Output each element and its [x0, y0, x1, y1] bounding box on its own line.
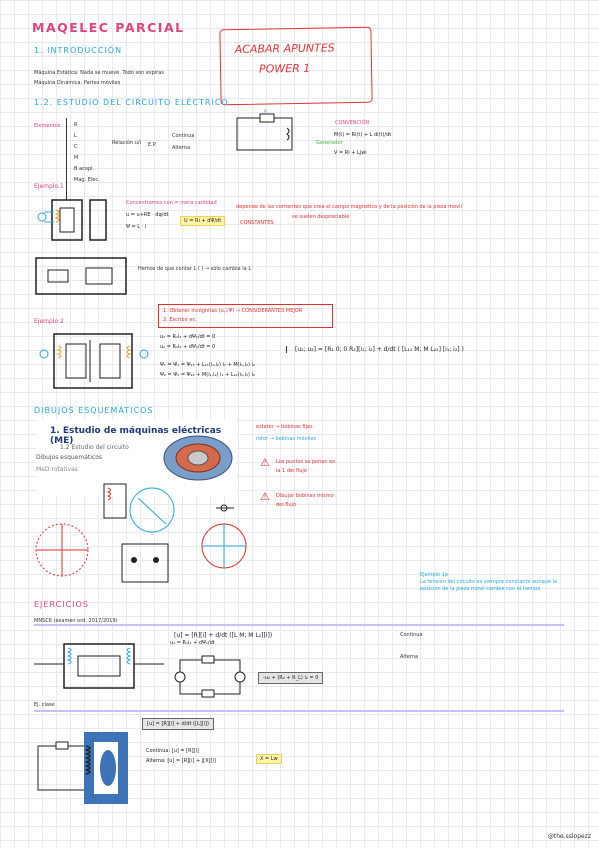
ejemplo1-constantes: CONSTANTES [240, 220, 274, 226]
motor-image [163, 435, 233, 481]
ejercicio1-label: MNSC6 (examen ord. 2017/2019) [34, 618, 118, 624]
slide-subtitle: 1.2 Estudio del circuito [60, 444, 129, 451]
section-circuito: 1.2. ESTUDIO DEL CIRCUITO ELÉCTRICO [34, 98, 229, 107]
elementos-brace [66, 118, 71, 200]
intro-line-2: Máquina Dinámica: Partes móviles [34, 80, 121, 86]
ejercicio2-continua: Continua: [u] = [R][i] [146, 748, 199, 754]
ejemplo1-lower-text: Hemos de que contar L ( ) → sólo cambia … [138, 266, 252, 272]
ejemplo1-box-eq: U = Ri + dΨ/dt [180, 216, 226, 226]
rl-circuit-diagram: R [236, 109, 293, 151]
side-note-body: La tensión del circuito es siempre const… [420, 579, 557, 592]
rotor-note: rotor → bobinas móviles [256, 436, 317, 442]
slide-line-2: Dibujos esquemáticos [36, 454, 103, 461]
ejemplo1-despreciable: se suelen despreciable [292, 214, 350, 220]
warning-icon-2: ⚠ [260, 490, 270, 503]
ejercicio2-label: Ej. clase [34, 702, 55, 708]
estator-note: estator → bobinas fijas [256, 424, 313, 430]
circuito-eq-2: V = Ri + Ljwi [334, 150, 367, 156]
ejercicio2-matrix-eq: [u] = [R][i] + d/dt ([L][i]) [142, 718, 214, 730]
ejemplo2-eq-3: Ψ₁ = Ψ₁ = Ψ₁₁ + L₁₁(i₁,i₂) i₁ + M(i₁,i₂)… [160, 362, 255, 368]
credit: @the.sslopezz [547, 833, 591, 840]
warning-note-2: Dibujar bobinas mismo del flujo [276, 492, 334, 510]
warning-1-line-b: la 1 del flujo [276, 468, 307, 474]
elem-m: M [74, 155, 79, 161]
slide-line-3: MeD rotativas [36, 466, 78, 473]
ejemplo2-eqs: u₁ = R₁i₁ + dΨ₁/dt = 0 u₂ = R₂i₂ + dΨ₂/d… [160, 332, 255, 380]
ep-label: E.P. [148, 142, 157, 148]
ejemplo1-eq1: u = u+RE · dφ/dt [126, 212, 169, 218]
ejemplo1-depende: depende de las corrientes que crea el ca… [236, 204, 462, 210]
ejercicio2-result-box: X = Lw [256, 754, 282, 764]
elem-r: R [74, 122, 78, 128]
ejemplo2-eq-1: u₁ = R₁i₁ + dΨ₁/dt = 0 [160, 334, 216, 340]
slide-title: 1. Estudio de máquinas eléctricas (ME) [50, 426, 222, 446]
todo-note-line1: ACABAR APUNTES [234, 41, 335, 57]
elem-c: C [74, 144, 78, 150]
elementos-list: R L C M B acopl. Mag. Elec. [74, 120, 100, 186]
section-ejercicios: EJERCICIOS [34, 600, 89, 609]
ejercicio1-result: -u₂ + (R₂ + R_L) i₂ = 0 [258, 672, 324, 684]
ejercicio1-matrix-eq: [u] = [R][i] + d/dt ([L M; M L₂][i]) [174, 632, 273, 639]
generador-label: Generador [316, 140, 343, 146]
todo-note-line2: POWER 1 [258, 61, 311, 76]
side-note: Ejemplo 1p La tensión del circuito es si… [420, 572, 570, 593]
circuito-eq-1: M(t) = Ri(t) + L di(t)/dt [334, 132, 392, 138]
ejemplo2-matrix-eq: [u₁; u₂] = [R₁ 0; 0 R₂][i₁; i₂] + d/dt (… [286, 346, 535, 353]
ejemplo1-line1: Concentramos con = mera cantidad [126, 200, 217, 206]
elem-b: B acopl. [74, 166, 95, 172]
warning-1-line-a: Los puntos se ponen en [276, 459, 336, 465]
ejemplo2-magnetic-diagram [39, 333, 149, 389]
warning-2-line-b: del flujo [276, 502, 296, 508]
warning-note-1: Los puntos se ponen en la 1 del flujo [276, 458, 335, 476]
relacion-label: Relación u/i [112, 140, 141, 146]
page-title: MAQELEC PARCIAL [32, 20, 185, 35]
ejercicio2-alterna: Alterna: [u] = [R][i] + j[X][i] [146, 758, 216, 764]
ejercicio1-continua: Continua [400, 632, 423, 638]
divider-2 [34, 710, 564, 712]
ejemplo1-eq2: Ψ = L · i [126, 224, 147, 230]
ejercicio1-transformer [34, 643, 164, 689]
warning-icon-1: ⚠ [260, 456, 270, 469]
ejemplo2-step2: 2. Escribir ec. [163, 317, 197, 323]
side-note-title: Ejemplo 1p [420, 572, 449, 578]
continua-label: Continua [172, 133, 195, 139]
ejemplo2-steps-box: 1. Obtener incógnitas (u,i,Ψ) → CONSIDER… [158, 304, 333, 328]
elem-l: L [74, 133, 77, 139]
divider-1 [34, 624, 564, 626]
ejemplo1-lower-diagram [35, 257, 127, 295]
ejemplo2-eq-4: Ψ₂ = Ψ₂ = Ψ₂₂ + M(i₁,i₂) i₁ + L₂₂(i₁,i₂)… [160, 372, 255, 378]
section-intro: 1. INTRODUCCIÓN [34, 46, 123, 55]
svg-text:R: R [264, 109, 267, 114]
todo-note: ACABAR APUNTES POWER 1 [219, 26, 373, 106]
elementos-label: Elementos [34, 123, 61, 129]
alterna-label: Alterna [172, 145, 191, 151]
schematic-drawings [35, 483, 247, 583]
ejercicio1-circuit [174, 655, 246, 698]
warning-2-line-a: Dibujar bobinas mismo [276, 493, 334, 499]
ejercicio2-results: Continua: [u] = [R][i] Alterna: [u] = [R… [146, 746, 216, 766]
ejemplo1-magnetic-diagram [37, 199, 107, 241]
ejercicio2-coil-diagram [37, 732, 128, 804]
intro-line-1: Máquina Estática: Nada se mueve. Todo so… [34, 70, 164, 76]
convencion-label: CONVENCIÓN [335, 120, 370, 126]
ejercicio1-alterna: Alterna [400, 654, 419, 660]
section-dibujos: DIBUJOS ESQUEMÁTICOS [34, 406, 154, 415]
elem-mag: Mag. Elec. [74, 177, 100, 183]
ejemplo2-eq-2: u₂ = R₂i₂ + dΨ₂/dt = 0 [160, 344, 216, 350]
ejemplo2-step1: 1. Obtener incógnitas (u,i,Ψ) → CONSIDER… [163, 308, 303, 314]
ejemplo2-label: Ejemplo 2 [34, 318, 64, 325]
ejemplo1-label: Ejemplo 1 [34, 183, 64, 190]
ejercicio1-circuit-eq: u₁ = R₁i₁ + dΨ₁/dt [170, 640, 215, 646]
